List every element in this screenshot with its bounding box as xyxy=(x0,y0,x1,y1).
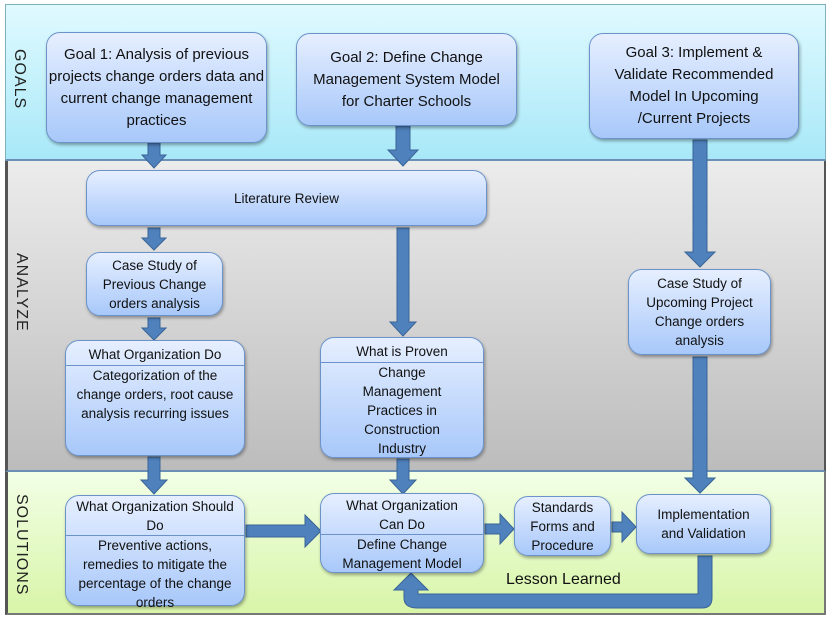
case-study-upcoming-text: Case Study of Upcoming Project Change or… xyxy=(646,276,753,348)
goal2-text: Goal 2: Define Change Management System … xyxy=(313,48,500,110)
what-org-should-do-heading: What Organization Should Do xyxy=(66,497,244,536)
implementation-box: Implementation and Validation xyxy=(636,494,771,554)
arrow-lesson-learned-loop xyxy=(392,555,713,609)
case-study-upcoming-box: Case Study of Upcoming Project Change or… xyxy=(628,269,771,355)
arrow-goal3-to-case-upcoming xyxy=(683,139,717,268)
goals-band-label: GOALS xyxy=(11,49,28,110)
implementation-text: Implementation and Validation xyxy=(657,507,750,541)
what-org-can-do-heading: What Organization Can Do xyxy=(321,496,483,535)
what-org-should-do-body: Preventive actions, remedies to mitigate… xyxy=(78,538,232,610)
case-study-previous-box: Case Study of Previous Change orders ana… xyxy=(86,252,223,316)
goal2-box: Goal 2: Define Change Management System … xyxy=(296,33,517,126)
what-org-do-heading: What Organization Do xyxy=(66,345,244,366)
lesson-learned-label: Lesson Learned xyxy=(506,571,621,588)
what-org-can-do-body: Define Change Management Model xyxy=(342,537,462,571)
goal3-box: Goal 3: Implement & Validate Recommended… xyxy=(589,33,799,139)
what-org-can-do-box: What Organization Can Do Define Change M… xyxy=(320,493,484,573)
solutions-band-label: SOLUTIONS xyxy=(13,494,30,596)
analyze-band-label: ANALYZE xyxy=(13,253,30,332)
arrow-goal1-to-literature xyxy=(140,142,168,169)
what-is-proven-body: Change Management Practices in Construct… xyxy=(362,365,442,456)
arrow-should-do-to-can-do xyxy=(245,513,322,549)
arrow-can-do-to-standards xyxy=(484,512,515,546)
goal1-box: Goal 1: Analysis of previous projects ch… xyxy=(46,32,267,143)
arrow-case-upcoming-to-implementation xyxy=(683,356,717,494)
arrow-standards-to-implementation xyxy=(611,510,637,544)
what-is-proven-box: What is Proven Change Management Practic… xyxy=(320,337,484,458)
arrow-literature-to-case-previous xyxy=(140,227,168,251)
arrow-case-previous-to-what-org-do xyxy=(140,317,168,341)
what-org-do-body: Categorization of the change orders, roo… xyxy=(76,368,234,421)
what-is-proven-heading: What is Proven xyxy=(321,342,483,363)
goal1-text: Goal 1: Analysis of previous projects ch… xyxy=(48,45,265,129)
arrow-goal2-down xyxy=(386,125,420,167)
arrow-literature-to-proven xyxy=(388,227,418,337)
standards-box: Standards Forms and Procedure xyxy=(514,496,611,556)
literature-review-text: Literature Review xyxy=(233,190,340,206)
arrow-proven-to-can-do xyxy=(388,458,418,495)
what-org-do-box: What Organization Do Categorization of t… xyxy=(65,340,245,456)
literature-review-box: Literature Review xyxy=(86,170,487,226)
case-study-previous-text: Case Study of Previous Change orders ana… xyxy=(102,257,207,311)
what-org-should-do-box: What Organization Should Do Preventive a… xyxy=(65,495,245,610)
standards-text: Standards Forms and Procedure xyxy=(530,499,595,553)
arrow-what-org-do-to-should-do xyxy=(139,456,169,495)
goal3-text: Goal 3: Implement & Validate Recommended… xyxy=(614,44,774,127)
